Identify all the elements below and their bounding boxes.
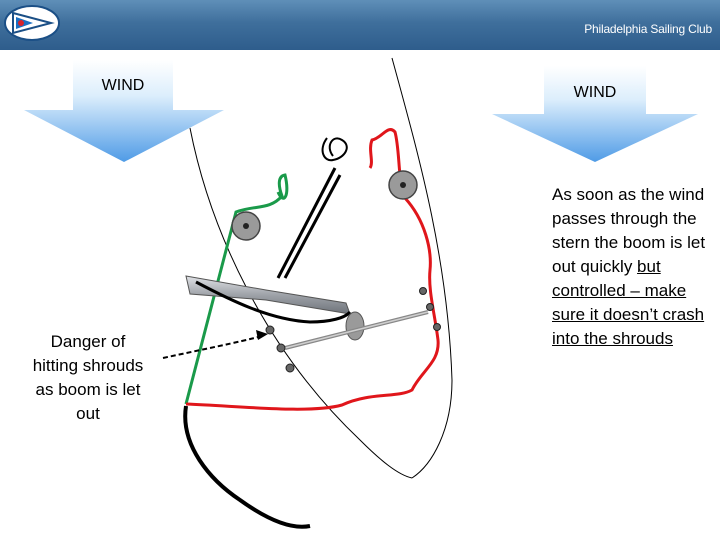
danger-callout: Danger of hitting shrouds as boom is let… <box>32 332 144 423</box>
instruction-callout: As soon as the wind passes through the s… <box>552 183 712 351</box>
instruction-text: As soon as the wind passes through the s… <box>552 185 706 276</box>
winch-starboard <box>388 170 418 200</box>
forestay-lines <box>276 167 342 279</box>
starboard-jib-sheet <box>185 128 440 411</box>
header-bar <box>0 0 720 50</box>
shackle-icon <box>321 137 348 162</box>
wind-label-left: WIND <box>101 77 145 94</box>
sailing-club-burgee-icon <box>4 5 60 41</box>
wind-label-right: WIND <box>573 84 617 101</box>
tiller <box>284 310 429 350</box>
danger-pointer-arrow <box>162 330 268 359</box>
deck-fittings <box>265 287 441 373</box>
instruction-emphasis: but controlled – make sure it doesn’t cr… <box>552 257 705 348</box>
hull-port-side <box>189 127 413 479</box>
club-name: Philadelphia Sailing Club <box>584 22 712 36</box>
port-jib-sheet <box>184 173 289 405</box>
winch-port <box>231 211 261 241</box>
wind-arrow-left <box>24 60 224 162</box>
wind-arrow-right <box>492 66 698 162</box>
hull-starboard-side <box>391 57 453 479</box>
header: Philadelphia Sailing Club <box>0 0 720 50</box>
mainsheet-line <box>183 405 311 529</box>
